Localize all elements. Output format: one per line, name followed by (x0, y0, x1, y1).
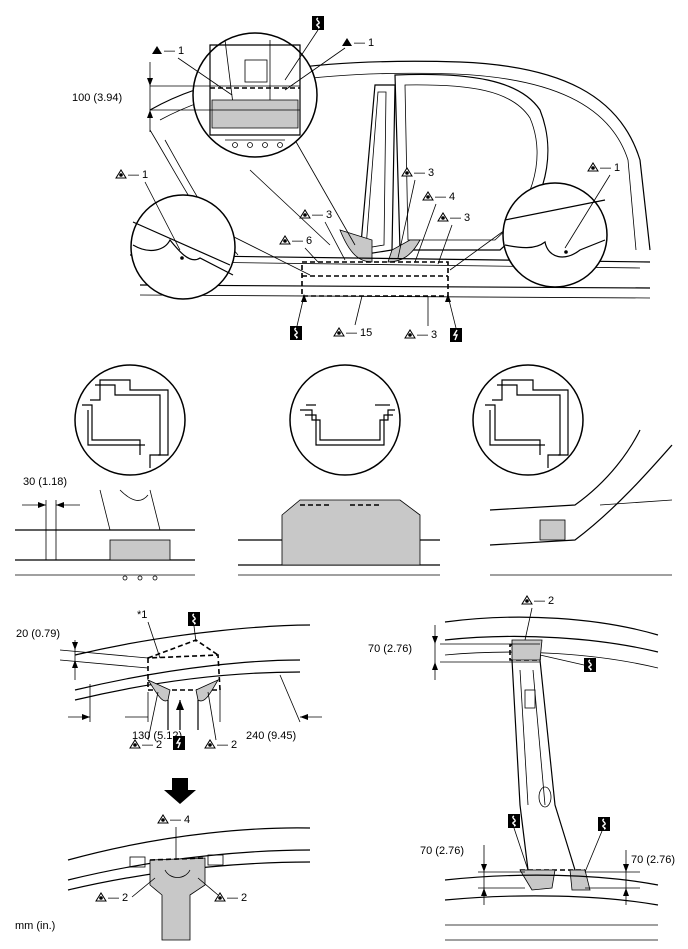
callout-4: — 4 (414, 191, 455, 263)
detail-circle-top (192, 32, 318, 158)
svg-text:6: 6 (306, 235, 312, 247)
callout-6: — 6 (279, 235, 319, 263)
bottom-left-roof-view: *1 20 (0.79) 130 (5.12) 240 (9.45) — 2 (15, 609, 322, 941)
svg-text:—: — (170, 814, 181, 826)
star-label: *1 (137, 609, 147, 621)
dim-100-label: 100 (3.94) (72, 92, 122, 104)
bottom-right-pillar-view: — 2 70 (2.76) 70 (2.76) 70 (2.76) (368, 595, 675, 941)
callout-15: — 15 (333, 295, 372, 339)
svg-text:—: — (346, 327, 357, 339)
dim-30-label: 30 (1.18) (23, 476, 67, 488)
section-circle-middle (289, 364, 401, 476)
svg-text:1: 1 (368, 37, 374, 49)
svg-text:—: — (417, 329, 428, 341)
detail-circle-left (130, 194, 236, 300)
cut-symbol-top (284, 15, 325, 81)
dim-70-right-label: 70 (2.76) (631, 854, 675, 866)
svg-text:2: 2 (241, 892, 247, 904)
svg-text:—: — (142, 739, 153, 751)
svg-text:4: 4 (449, 191, 455, 203)
callout-3-upper: — 3 (397, 167, 434, 259)
dim-20-label: 20 (0.79) (16, 628, 60, 640)
svg-text:2: 2 (548, 595, 554, 607)
cut-symbol-roof (187, 611, 201, 627)
units-label: mm (in.) (15, 920, 55, 932)
section-circle-left (74, 364, 186, 476)
svg-text:2: 2 (156, 739, 162, 751)
svg-text:1: 1 (142, 169, 148, 181)
callout-3-left: — 3 (299, 209, 346, 261)
callout-top-left-warning: — 1 (152, 45, 233, 96)
svg-text:2: 2 (231, 739, 237, 751)
cut-symbol-bottom-left (289, 294, 307, 341)
arrow-down-icon (164, 778, 196, 804)
svg-text:—: — (108, 892, 119, 904)
svg-text:1: 1 (178, 45, 184, 57)
svg-text:—: — (435, 191, 446, 203)
callout-3-right: — 3 (437, 212, 470, 265)
svg-text:—: — (128, 169, 139, 181)
cut-symbol-pillar-right (597, 816, 611, 832)
svg-text:—: — (534, 595, 545, 607)
svg-text:2: 2 (122, 892, 128, 904)
callout-2-roof-left: — 2 (95, 877, 156, 904)
svg-text:4: 4 (184, 814, 190, 826)
callout-2-pillar: — 2 (521, 595, 554, 641)
callout-3-bottom: — 3 (404, 296, 437, 341)
section-circle-right (472, 364, 584, 476)
svg-text:3: 3 (428, 167, 434, 179)
callout-2-right: — 2 (204, 691, 237, 751)
callout-left-circle: — 1 (115, 169, 181, 251)
top-body-side-view: 100 (3.94) — 1 — 1 — 1 — 1 (72, 15, 651, 343)
svg-text:—: — (292, 235, 303, 247)
svg-text:—: — (600, 162, 611, 174)
middle-cross-sections: 30 (1.18) (15, 364, 673, 581)
dim-240-label: 240 (9.45) (246, 730, 296, 742)
callout-2-left: — 2 (129, 691, 162, 751)
callout-2-roof-right: — 2 (197, 877, 247, 904)
svg-text:15: 15 (360, 327, 372, 339)
svg-text:—: — (312, 209, 323, 221)
svg-text:1: 1 (614, 162, 620, 174)
cut-symbol-pillar-top (583, 657, 597, 673)
weld-symbol-roof (172, 735, 186, 751)
svg-text:—: — (227, 892, 238, 904)
callout-4-roof: — 4 (157, 814, 190, 860)
svg-text:—: — (217, 739, 228, 751)
dim-70-top-label: 70 (2.76) (368, 643, 412, 655)
svg-text:3: 3 (464, 212, 470, 224)
svg-text:—: — (450, 212, 461, 224)
svg-text:—: — (164, 45, 175, 57)
dim-70-left-label: 70 (2.76) (420, 845, 464, 857)
weld-symbol-bottom-right (445, 294, 463, 343)
callout-top-right-warning: — 1 (284, 37, 374, 91)
callout-right-circle: — 1 (564, 162, 620, 249)
detail-circle-right (502, 182, 608, 288)
dim-130-label: 130 (5.12) (132, 730, 182, 742)
svg-text:—: — (414, 167, 425, 179)
svg-text:3: 3 (326, 209, 332, 221)
cut-symbol-pillar-left (507, 813, 521, 829)
svg-text:—: — (354, 37, 365, 49)
svg-text:3: 3 (431, 329, 437, 341)
